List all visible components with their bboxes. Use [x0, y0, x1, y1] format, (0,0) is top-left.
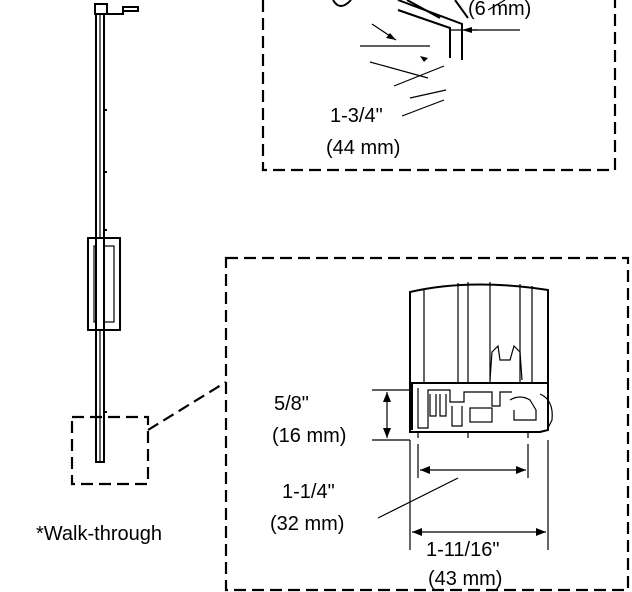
detail-callout-box — [70, 415, 150, 486]
roller-arc — [332, 0, 352, 7]
top-width-mm-label: (44 mm) — [326, 137, 400, 159]
outer-width-in-label: 1-11/16" — [426, 539, 499, 561]
top-width-in-label: 1-3/4" — [330, 105, 383, 127]
profile-inner — [397, 9, 451, 58]
bottom-detail: 5/8" (16 mm) 1-1/4" (32 mm) 1-11/16" (43… — [224, 256, 630, 592]
top-gap-label: (6 mm) — [468, 0, 531, 20]
inner-width-in-label: 1-1/4" — [282, 481, 335, 503]
inner-width-mm-label: (32 mm) — [270, 513, 344, 535]
inner-width-leader — [377, 477, 459, 519]
height-in-label: 5/8" — [274, 393, 309, 415]
profile-outer — [397, 0, 463, 60]
bottom-detail-frame — [224, 256, 630, 592]
top-detail-frame — [261, 0, 617, 172]
bottom-seal — [539, 393, 553, 429]
top-detail: (6 mm) 1-3/4" (44 mm) — [261, 0, 617, 172]
top-width-leader — [401, 99, 445, 117]
outer-width-mm-label: (43 mm) — [428, 568, 502, 590]
detail-leader — [147, 381, 227, 431]
door-elevation — [70, 3, 227, 486]
panel-body — [409, 283, 549, 384]
height-mm-label: (16 mm) — [272, 425, 346, 447]
gasket-clip — [489, 344, 523, 381]
walk-through-note: *Walk-through — [36, 523, 162, 545]
top-bracket — [94, 3, 108, 15]
